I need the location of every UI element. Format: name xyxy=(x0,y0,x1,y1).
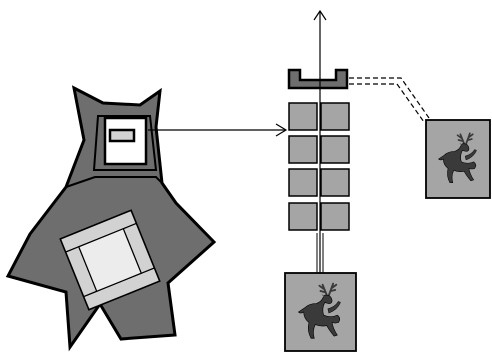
deer-tile-right xyxy=(425,119,491,199)
stack-tile xyxy=(320,168,350,197)
stack-tile xyxy=(320,202,350,231)
stack-cap xyxy=(287,68,349,90)
stack-tile xyxy=(288,135,318,164)
rotated-module xyxy=(59,209,161,311)
star-holder-body xyxy=(5,85,217,352)
stack-tile xyxy=(288,102,318,131)
deer-tile-bottom xyxy=(284,272,357,352)
arrow-right-icon xyxy=(148,123,288,137)
stack-tiles xyxy=(288,102,350,231)
star-holder xyxy=(5,85,217,352)
arrow-up-icon xyxy=(313,9,327,276)
stack-tile xyxy=(288,202,318,231)
dashed-connector xyxy=(349,77,430,123)
stack-tile xyxy=(320,102,350,131)
stack-tile xyxy=(320,135,350,164)
tile-stack xyxy=(287,68,350,231)
stack-tile xyxy=(288,168,318,197)
holder-slot xyxy=(108,128,136,143)
